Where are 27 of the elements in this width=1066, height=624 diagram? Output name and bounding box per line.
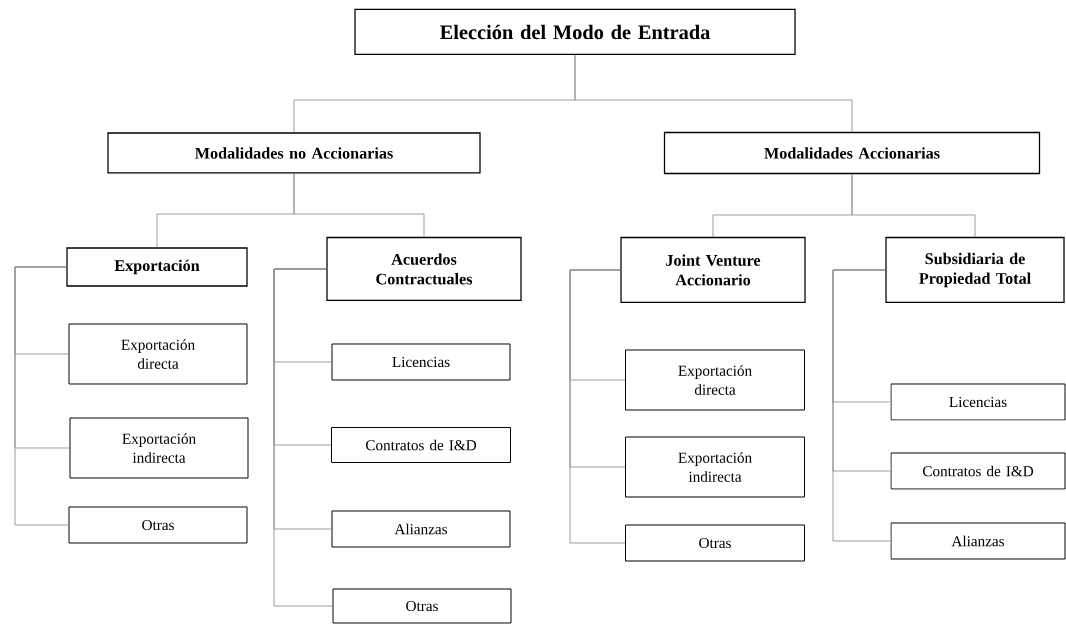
item-box: Otras (625, 524, 805, 562)
category-box: Modalidades Accionarias (663, 131, 1041, 175)
item-box: Exportación indirecta (69, 417, 249, 479)
connector-line (273, 268, 333, 607)
item-box: Alianzas (890, 522, 1066, 560)
item-box: Otras (68, 506, 248, 544)
item-box: Alianzas (331, 510, 511, 548)
category-box: Joint Venture Accionario (620, 236, 806, 304)
connector-line (14, 266, 69, 526)
item-box: Contratos de I&D (331, 427, 511, 463)
category-box: Exportación (66, 247, 248, 287)
connector-line (574, 54, 853, 133)
item-box: Exportación directa (68, 323, 248, 385)
category-box: Modalidades no Accionarias (107, 132, 481, 174)
title-box: Elección del Modo de Entrada (354, 8, 796, 56)
connector-line (569, 269, 626, 544)
connector-line (832, 269, 891, 542)
item-box: Licencias (331, 343, 511, 381)
connector-line (293, 173, 425, 238)
item-box: Exportación indirecta (625, 436, 805, 498)
item-box: Contratos de I&D (890, 452, 1066, 490)
category-box: Subsidiaria de Propiedad Total (885, 236, 1065, 304)
item-box: Otras (332, 588, 512, 624)
item-box: Exportación directa (625, 349, 805, 411)
connector-line (851, 173, 976, 238)
category-box: Acuerdos Contractuales (326, 236, 522, 302)
item-box: Licencias (890, 383, 1066, 421)
